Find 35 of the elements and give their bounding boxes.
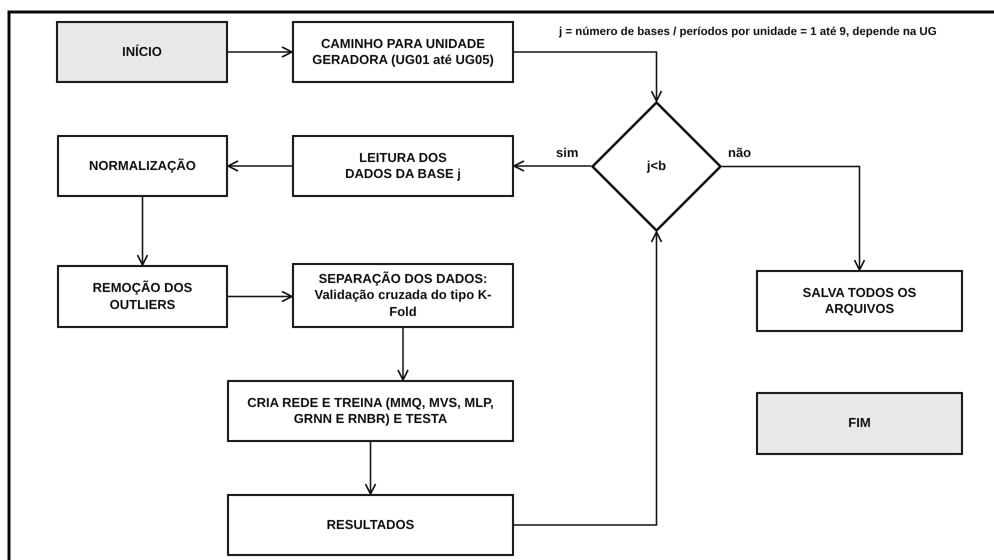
decision-diamond xyxy=(591,101,722,232)
edge-label: não xyxy=(727,145,752,160)
node-text: RESULTADOS xyxy=(326,516,414,534)
arrow xyxy=(227,160,292,172)
process-box xyxy=(57,135,228,197)
node-text: CRIA REDE E TREINA (MMQ, MVS, MLP, GRNN E RNBR) E TESTA xyxy=(246,394,495,428)
node-text: NORMALIZAÇÃO xyxy=(89,158,196,174)
process-box xyxy=(57,265,228,328)
terminal-box xyxy=(56,21,228,83)
arrow xyxy=(513,160,591,172)
arrow xyxy=(397,328,409,381)
arrow xyxy=(364,442,376,495)
node-text: SEPARAÇÃO DOS DADOS: Validação cruzada do tipo K-Fold xyxy=(314,271,492,320)
arrow xyxy=(514,231,662,526)
process-box xyxy=(292,21,514,83)
arrow xyxy=(722,166,866,271)
node-text: FIM xyxy=(848,415,871,432)
arrow xyxy=(228,290,293,302)
edge-label: sim xyxy=(555,145,580,160)
node-text: REMOÇÃO DOS OUTLIERS xyxy=(92,280,194,313)
node-text: j<b xyxy=(646,158,666,175)
process-box xyxy=(227,380,514,442)
process-box xyxy=(292,263,514,328)
note-text: j = número de bases / períodos por unidade = 1 até 9, depende na UG xyxy=(559,26,937,38)
arrow xyxy=(514,51,662,102)
process-box xyxy=(292,135,514,197)
process-box xyxy=(756,270,963,332)
arrow xyxy=(228,46,293,58)
node-text: CAMINHO PARA UNIDADE GERADORA (UG01 até UG05) xyxy=(311,36,495,68)
terminal-box xyxy=(756,392,963,455)
arrow xyxy=(136,197,148,266)
node-text: LEITURA DOS DADOS DA BASE j xyxy=(344,150,462,182)
process-box xyxy=(227,494,514,556)
node-text: SALVA TODOS OS ARQUIVOS xyxy=(802,284,918,318)
node-text: INÍCIO xyxy=(122,44,162,60)
